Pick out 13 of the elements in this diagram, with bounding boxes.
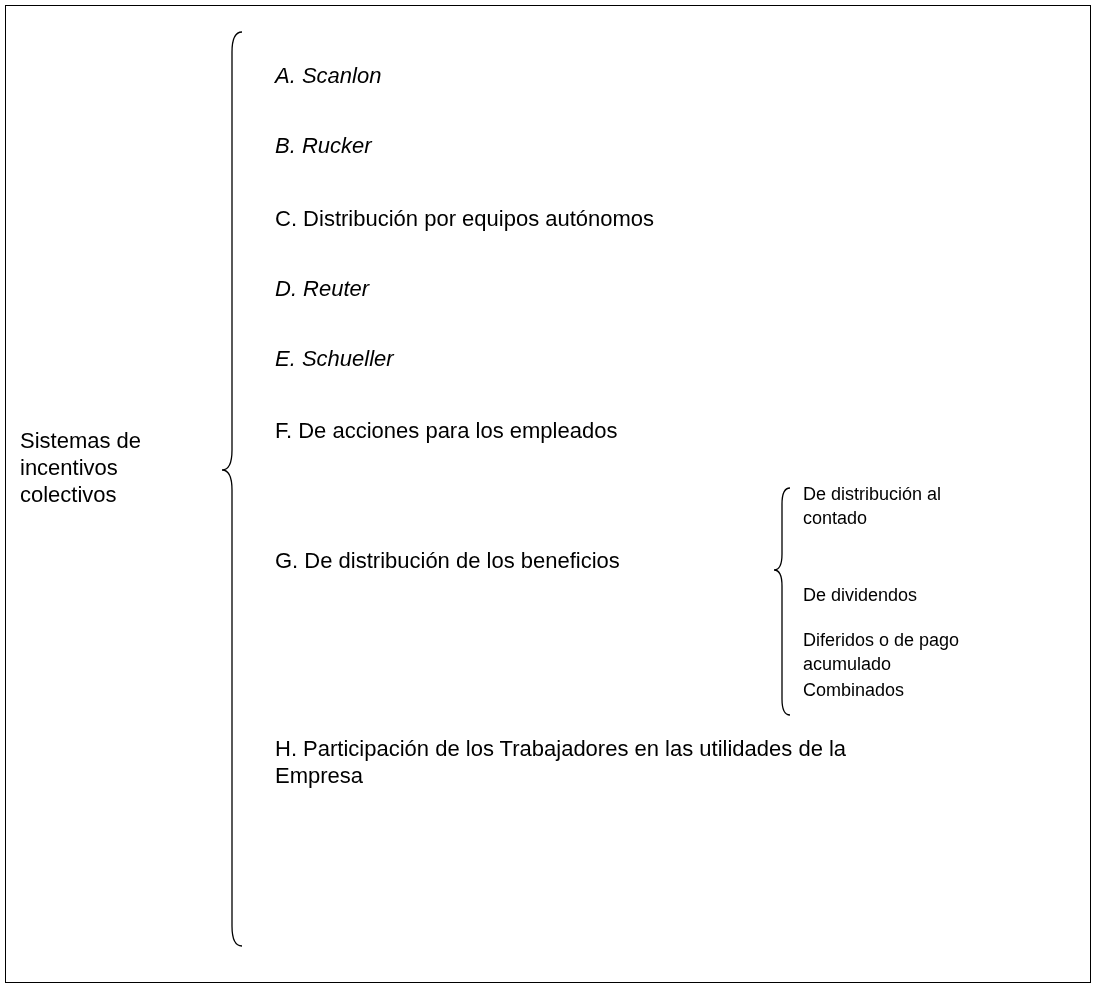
list-item: D. Reuter: [275, 275, 371, 302]
list-item: H. Participación de los Trabajadores en las utilidades de la Empresa: [275, 735, 848, 789]
list-item: F. De acciones para los empleados: [275, 417, 619, 444]
list-item: E. Schueller: [275, 345, 396, 372]
sub-item: De distribución al contado: [803, 483, 943, 530]
sub-item: Diferidos o de pago acumulado: [803, 629, 961, 676]
group-heading: Sistemas de incentivos colectivos: [20, 427, 143, 508]
list-item: A. Scanlon: [275, 62, 383, 89]
sub-item: Combinados: [803, 679, 906, 702]
list-item: G. De distribución de los beneficios: [275, 547, 621, 574]
list-item: C. Distribución por equipos autónomos: [275, 205, 656, 232]
list-item: B. Rucker: [275, 132, 374, 159]
sub-item: De dividendos: [803, 584, 919, 607]
